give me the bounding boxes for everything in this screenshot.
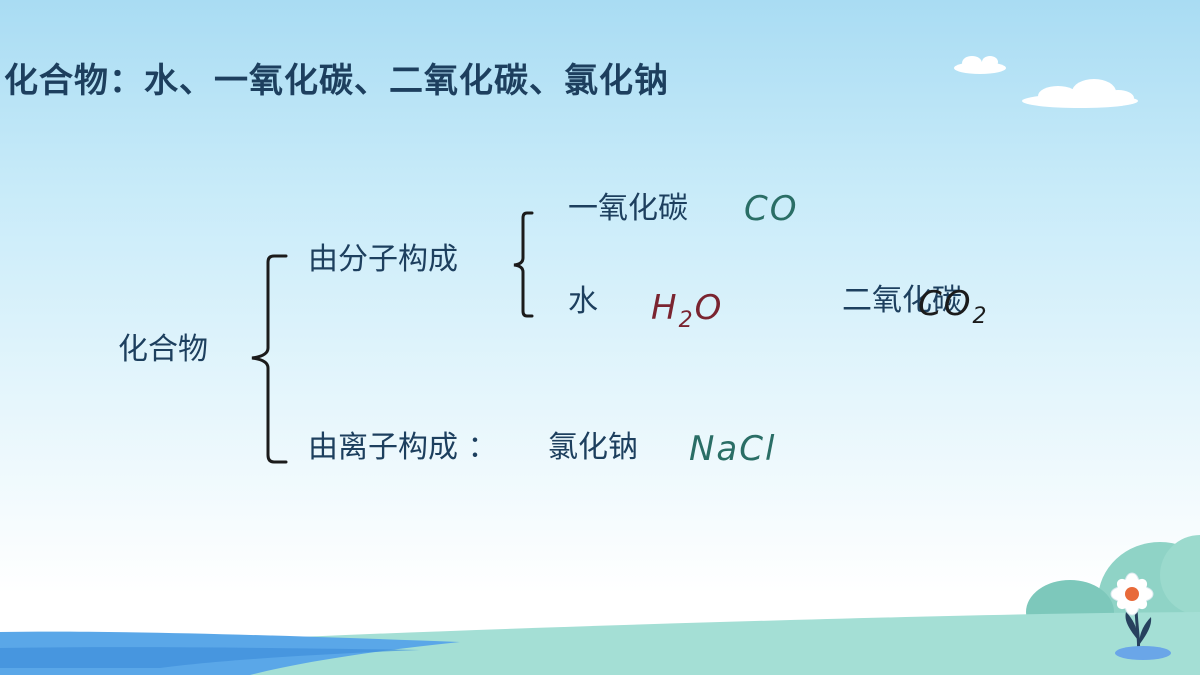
formula-main: CO	[744, 189, 799, 229]
formula-tail: O	[694, 288, 724, 328]
formula-co2: CO2	[918, 287, 989, 328]
molecular-label: 由分子构成	[308, 242, 458, 277]
formula-subscript: 2	[972, 304, 989, 329]
formula-subscript: 2	[678, 308, 695, 333]
compound-name-nacl: 氯化钠	[548, 430, 638, 465]
formula-main: NaCl	[689, 429, 777, 469]
formula-h2o: H2O	[651, 291, 723, 332]
main-brace	[251, 254, 288, 464]
page-title: 化合物：水、一氧化碳、二氧化碳、氯化钠	[4, 61, 669, 101]
molecular-brace	[513, 211, 534, 318]
compound-name-co2: 二氧化碳	[842, 283, 962, 318]
water-highlight	[0, 647, 420, 668]
ionic-label: 由离子构成 ：	[308, 430, 498, 465]
cloud-icon	[1022, 79, 1138, 108]
formula-main: H	[651, 288, 679, 328]
cloud-icon	[954, 56, 1006, 74]
formula-main: CO	[918, 284, 973, 324]
compound-name-water: 水	[568, 284, 598, 319]
compound-name-co: 一氧化碳	[568, 191, 688, 226]
formula-co: CO	[744, 192, 799, 226]
formula-nacl: NaCl	[689, 432, 776, 466]
root-label: 化合物	[118, 332, 208, 367]
flower-icon	[1110, 572, 1171, 660]
